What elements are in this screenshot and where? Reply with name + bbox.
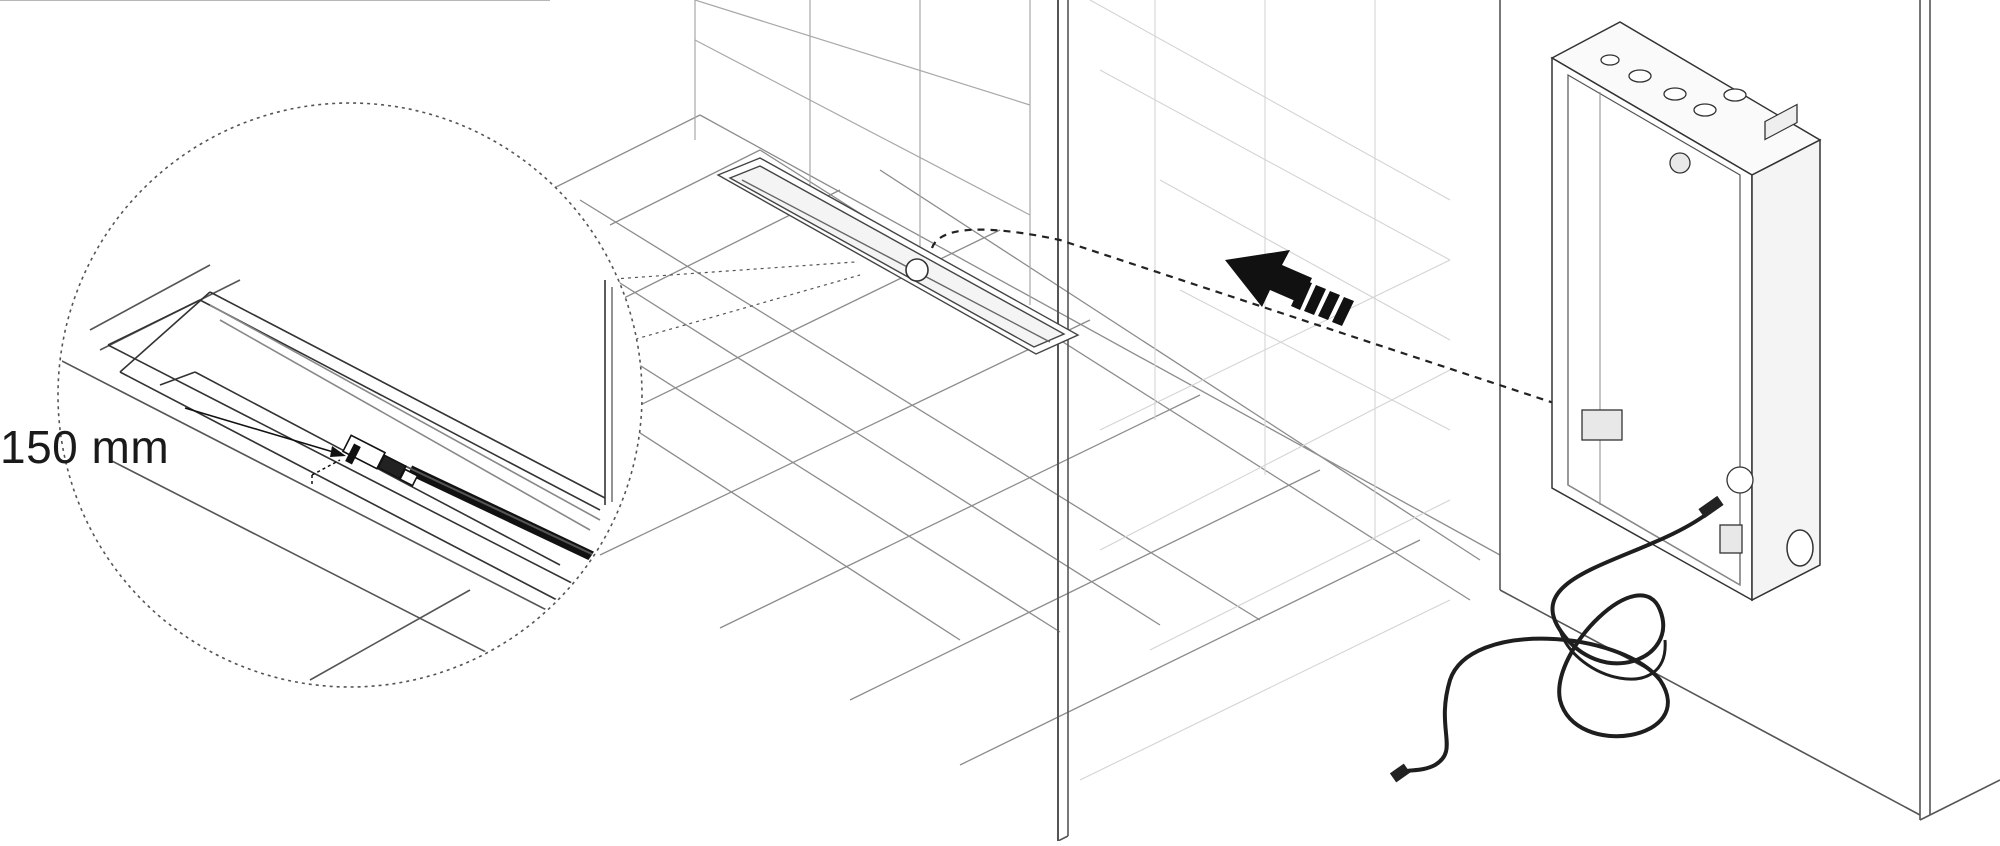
linear-drain-channel bbox=[716, 157, 1080, 355]
glass-shower-panel bbox=[1057, 0, 1451, 842]
control-box-housing bbox=[1550, 21, 1822, 602]
floor-tile-grid bbox=[0, 0, 1501, 766]
cable-connector-icon bbox=[1389, 495, 1724, 783]
install-direction-arrow-icon bbox=[1225, 250, 1354, 326]
distance-measurement-label: 150 mm bbox=[0, 421, 170, 473]
drain-outlet-icon bbox=[905, 258, 929, 282]
magnifier-callout-icon bbox=[57, 102, 861, 688]
cable-end-connector-icon bbox=[341, 434, 419, 487]
pressure-gauge-icon bbox=[1726, 466, 1754, 494]
valve-fitting-icon bbox=[1669, 152, 1691, 174]
right-wall bbox=[1499, 0, 2000, 821]
connection-cable bbox=[1393, 508, 1714, 777]
back-wall-tiles bbox=[694, 0, 1031, 305]
side-port-icon bbox=[1786, 529, 1814, 567]
